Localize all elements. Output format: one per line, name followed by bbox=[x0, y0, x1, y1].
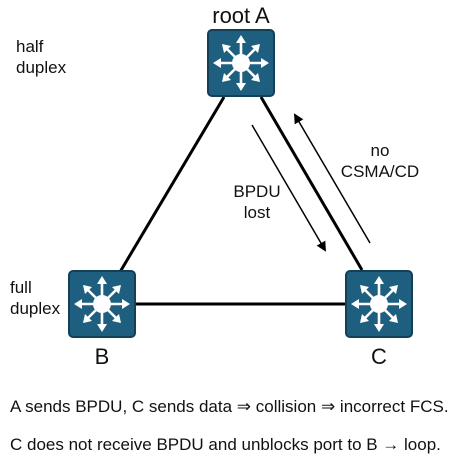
link-a-c bbox=[259, 96, 364, 271]
switch-c bbox=[345, 270, 413, 338]
switch-a bbox=[207, 29, 275, 97]
arrow-no-csma bbox=[293, 113, 371, 244]
node-label-b: B bbox=[94, 344, 110, 369]
annotation-full-duplex: full duplex bbox=[10, 278, 61, 318]
arrow-bpdu-lost bbox=[251, 124, 327, 252]
annotation-bpdu-lost: BPDU lost bbox=[233, 182, 281, 222]
node-label-a: root A bbox=[212, 3, 270, 28]
caption-line-1: A sends BPDU, C sends data ⇒ collision ⇒… bbox=[10, 397, 449, 416]
link-a-b bbox=[118, 96, 226, 273]
annotation-no-csma: no CSMA/CD bbox=[340, 141, 420, 181]
node-label-c: C bbox=[371, 344, 387, 369]
switch-b bbox=[68, 270, 136, 338]
caption-line-2: C does not receive BPDU and unblocks por… bbox=[10, 435, 441, 454]
annotation-half-duplex: half duplex bbox=[16, 37, 67, 77]
